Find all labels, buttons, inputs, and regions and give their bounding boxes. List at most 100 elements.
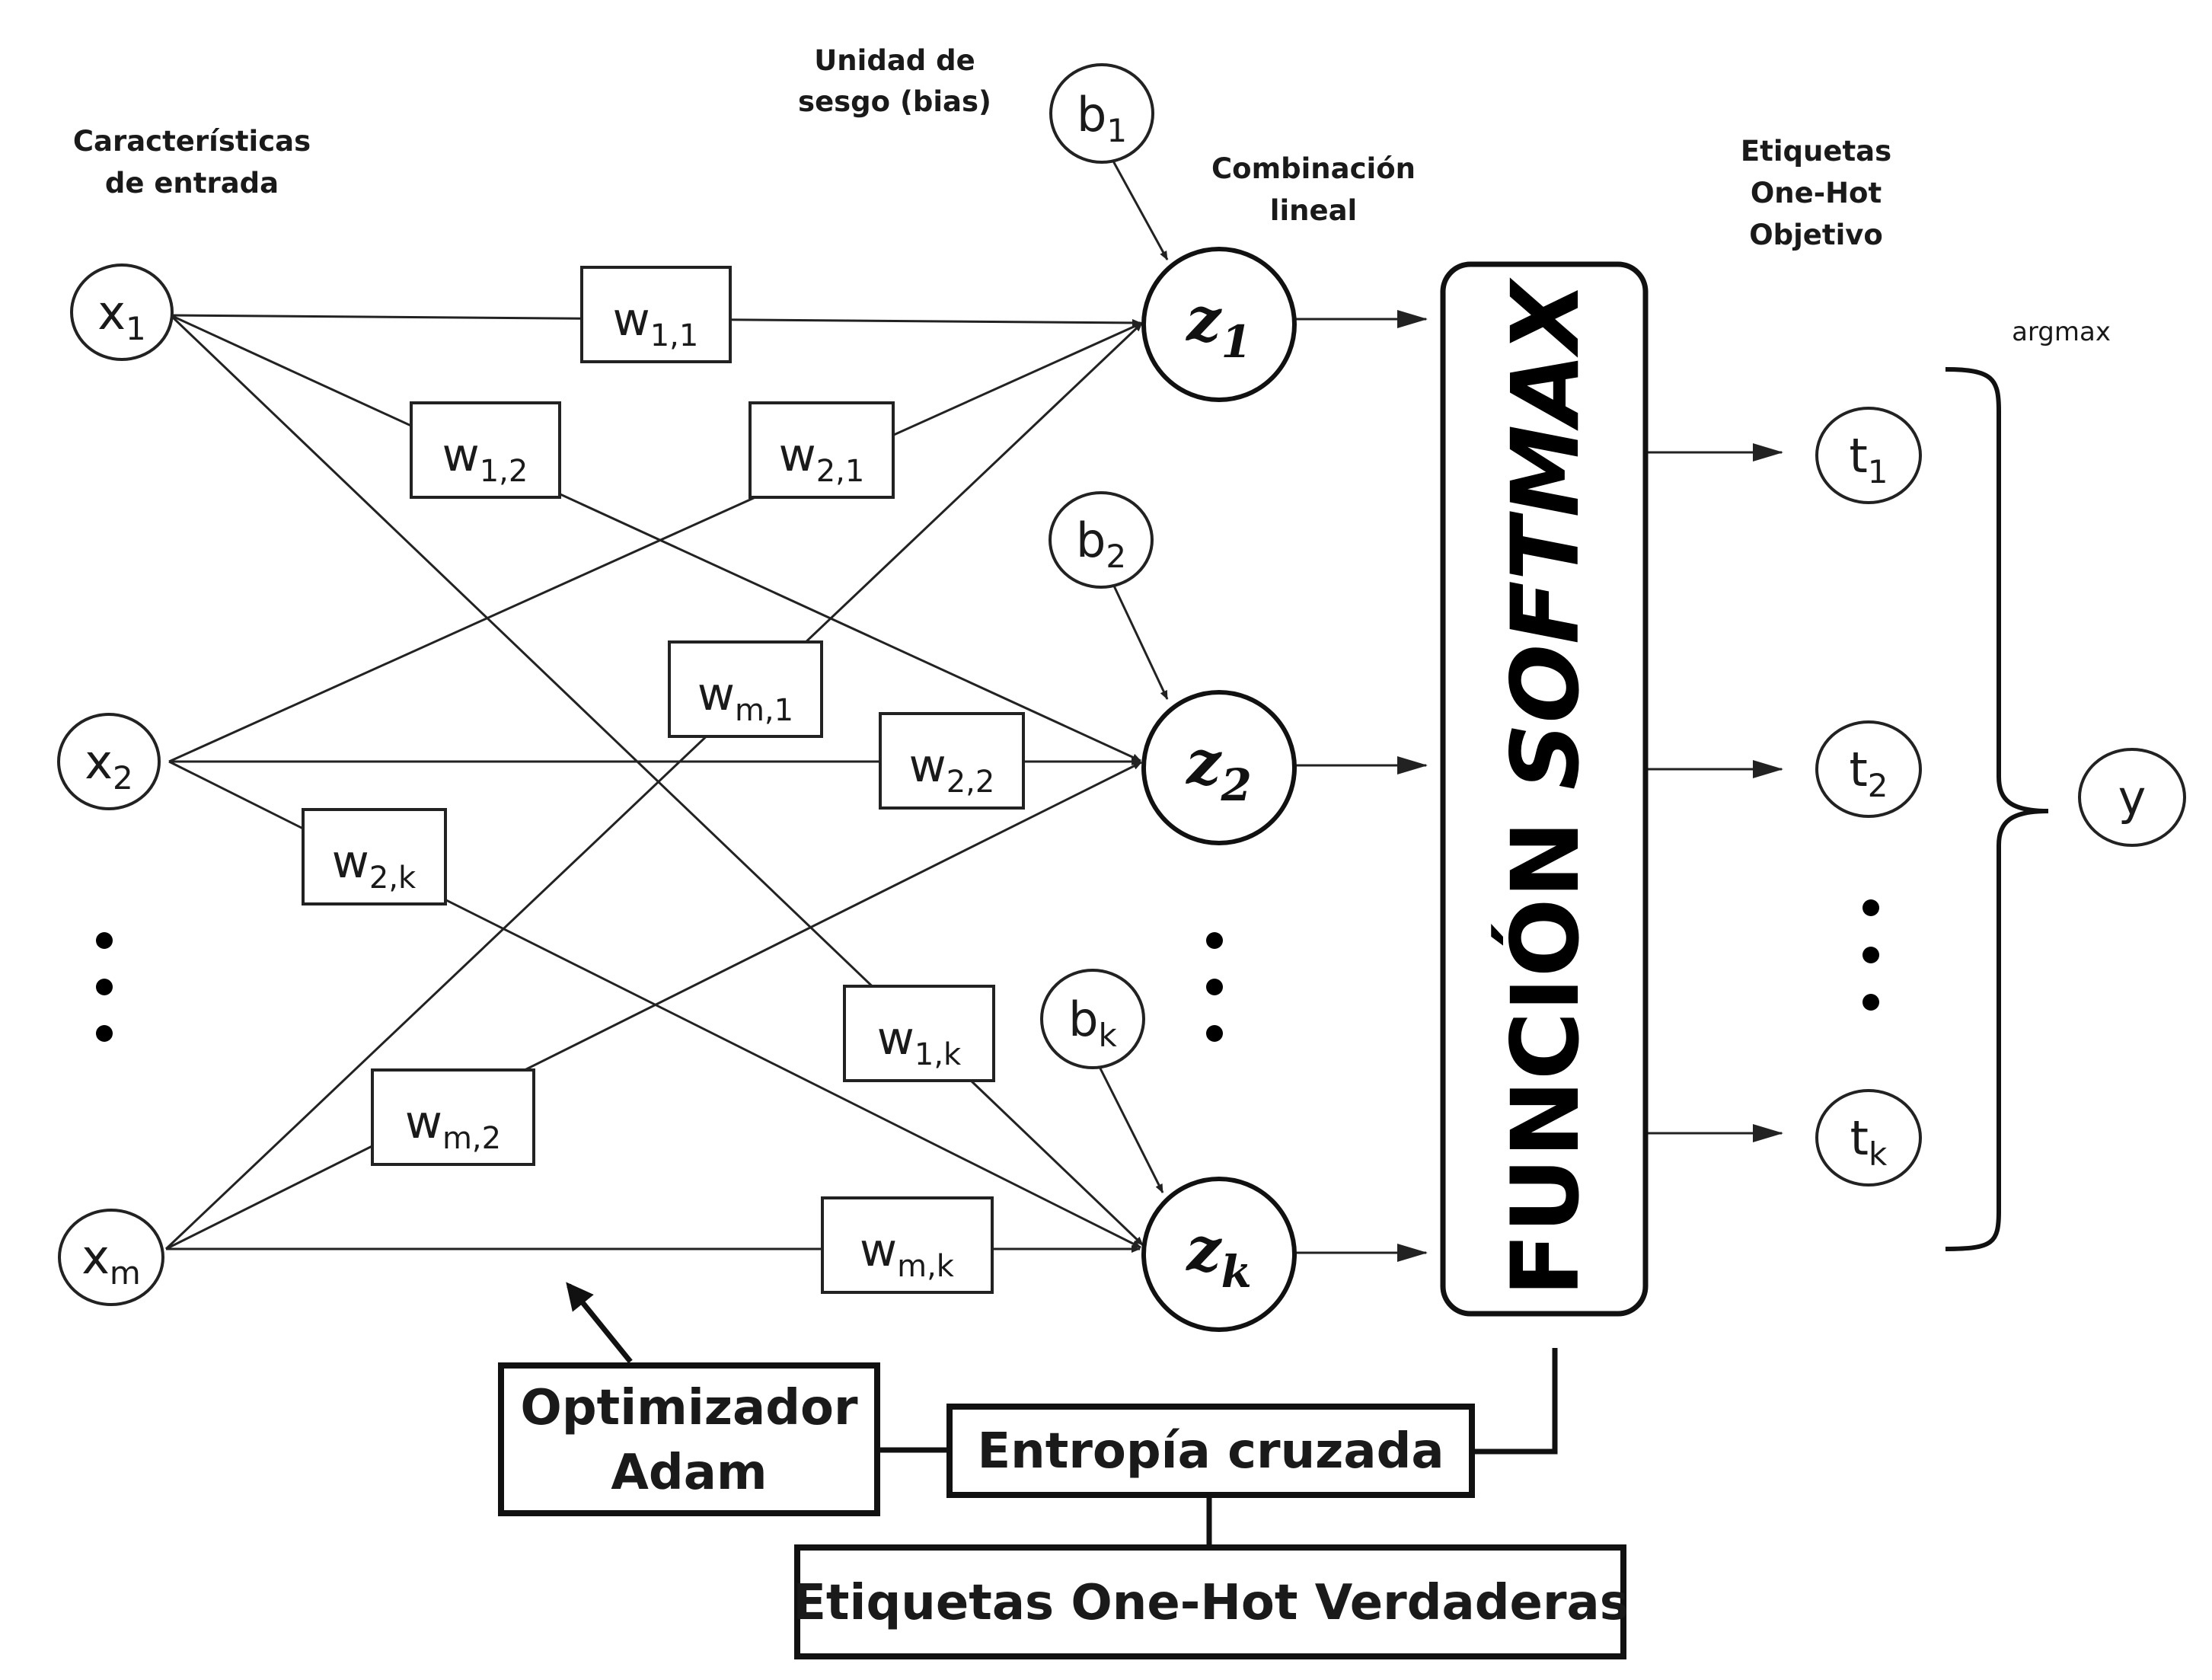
svg-text:tk: tk [1850,1110,1888,1173]
input-x1-sub: 1 [126,310,146,347]
weight-wm1-sub: m,1 [735,693,793,728]
true-labels-label: Etiquetas One-Hot Verdaderas [793,1575,1629,1631]
input-xm-sub: m [110,1254,141,1292]
weight-w11-base: w [613,293,650,347]
bias-bk-base: b [1068,992,1098,1047]
weight-w12-sub: 1,2 [480,454,528,489]
output-node-tk: tk [1815,1089,1922,1187]
bias-unit-label-line1: Unidad de [814,44,975,77]
svg-text:b1: b1 [1077,87,1127,149]
weight-box-wmk: wm,k [821,1196,994,1294]
zk-base: z [1185,1213,1222,1285]
linear-combination-label-line1: Combinación [1211,152,1416,185]
weight-w2k-sub: 2,k [369,861,417,896]
input-x1-base: x [97,285,126,340]
svg-text:w2,k: w2,k [332,835,417,896]
output-node-t1: t1 [1815,407,1922,504]
weight-wm2-base: w [405,1096,442,1149]
input-x2-base: x [85,734,113,790]
svg-text:w1,1: w1,1 [613,293,699,353]
weight-box-wm2: wm,2 [371,1068,535,1166]
input-node-x1: x1 [70,263,174,361]
bias-unit-label-line2: sesgo (bias) [798,85,991,118]
target-labels-label-line2: One-Hot [1751,177,1882,209]
weight-box-wm1: wm,1 [668,640,823,738]
svg-text:FUNCIÓNSOFTMAX: FUNCIÓN SOFTMAX [1492,276,1600,1296]
z2-sub: 2 [1221,759,1252,811]
weight-box-w1k: w1,k [843,985,995,1082]
weight-wmk-base: w [860,1224,897,1277]
input-node-x2: x2 [57,713,161,810]
weight-wm1-base: w [697,668,735,721]
bias-b1-base: b [1077,87,1106,142]
weight-w2k-base: w [332,835,369,889]
weight-box-w2k: w2,k [302,808,447,905]
loss-connectors [566,1282,1558,1547]
argmax-label: argmax [2012,317,2111,347]
svg-text:x1: x1 [97,285,145,347]
output-t1-base: t [1849,428,1867,484]
linear-combination-label-line2: lineal [1270,194,1357,227]
z-to-softmax-edges [1293,310,1428,1262]
output-node-t2: t2 [1815,720,1922,818]
svg-text:xm: xm [81,1229,141,1292]
z1-sub: 1 [1221,316,1252,368]
softmax-function-box: FUNCIÓN SOFTMAX [1440,261,1649,1317]
output-tk-sub: k [1869,1135,1888,1173]
input-xm-base: x [81,1229,110,1285]
svg-text:wm,1: wm,1 [697,668,793,728]
cross-entropy-box: Entropía cruzada [946,1404,1475,1498]
input-x2-sub: 2 [113,759,133,797]
weight-box-w12: w1,2 [410,401,561,499]
bias-b2-sub: 2 [1106,538,1126,575]
optimizer-label-line2: Adam [611,1445,767,1501]
weight-wmk-sub: m,k [897,1249,955,1284]
z-node-zk: zk [1141,1177,1297,1332]
input-features-label-line1: Características [73,125,311,158]
result-node-y: y [2078,748,2186,847]
svg-text:wm,k: wm,k [860,1224,955,1284]
z-node-z1: z1 [1141,247,1297,402]
softmax-prefix: FUNCIÓN [1492,820,1600,1296]
svg-text:b2: b2 [1076,513,1126,575]
bias-node-bk: bk [1040,969,1145,1069]
true-labels-box: Etiquetas One-Hot Verdaderas [793,1544,1629,1659]
svg-text:w1,2: w1,2 [442,429,528,489]
input-ellipsis [96,932,113,1042]
svg-text:t2: t2 [1849,742,1888,804]
svg-text:bk: bk [1068,992,1117,1054]
target-labels-label-line3: Objetivo [1749,219,1883,251]
svg-text:z1: z1 [1185,283,1252,368]
weight-w1k-sub: 1,k [914,1037,962,1072]
bias-node-b2: b2 [1049,491,1154,589]
optimizer-box: Optimizador Adam [498,1362,880,1516]
z1-base: z [1185,283,1222,355]
result-y-label: y [2118,770,2147,826]
svg-text:w1,k: w1,k [877,1012,962,1072]
output-ellipsis [1862,899,1879,1011]
bias-b1-sub: 1 [1106,112,1127,149]
svg-text:z2: z2 [1185,727,1252,811]
weight-box-w21: w2,1 [749,401,895,499]
bias-bk-sub: k [1099,1017,1118,1054]
argmax-brace [1945,367,2049,1251]
weight-box-w22: w2,2 [879,712,1025,810]
weight-w11-sub: 1,1 [650,318,699,353]
svg-text:w2,2: w2,2 [909,739,995,800]
input-node-xm: xm [58,1209,164,1306]
svg-text:t1: t1 [1849,428,1888,490]
cross-entropy-label: Entropía cruzada [977,1423,1444,1480]
weight-wm2-sub: m,2 [442,1121,501,1156]
z-node-z2: z2 [1141,690,1297,845]
input-features-label-line2: de entrada [105,167,279,200]
svg-text:w2,1: w2,1 [779,429,865,489]
svg-text:wm,2: wm,2 [405,1096,501,1156]
z-ellipsis [1206,932,1223,1042]
bias-b2-base: b [1076,513,1106,568]
output-t1-sub: 1 [1868,453,1888,490]
softmax-to-output-edges [1645,443,1783,1142]
softmax-name: SOFTMAX [1492,276,1600,790]
weight-w22-sub: 2,2 [946,765,995,800]
output-t2-sub: 2 [1868,767,1888,804]
